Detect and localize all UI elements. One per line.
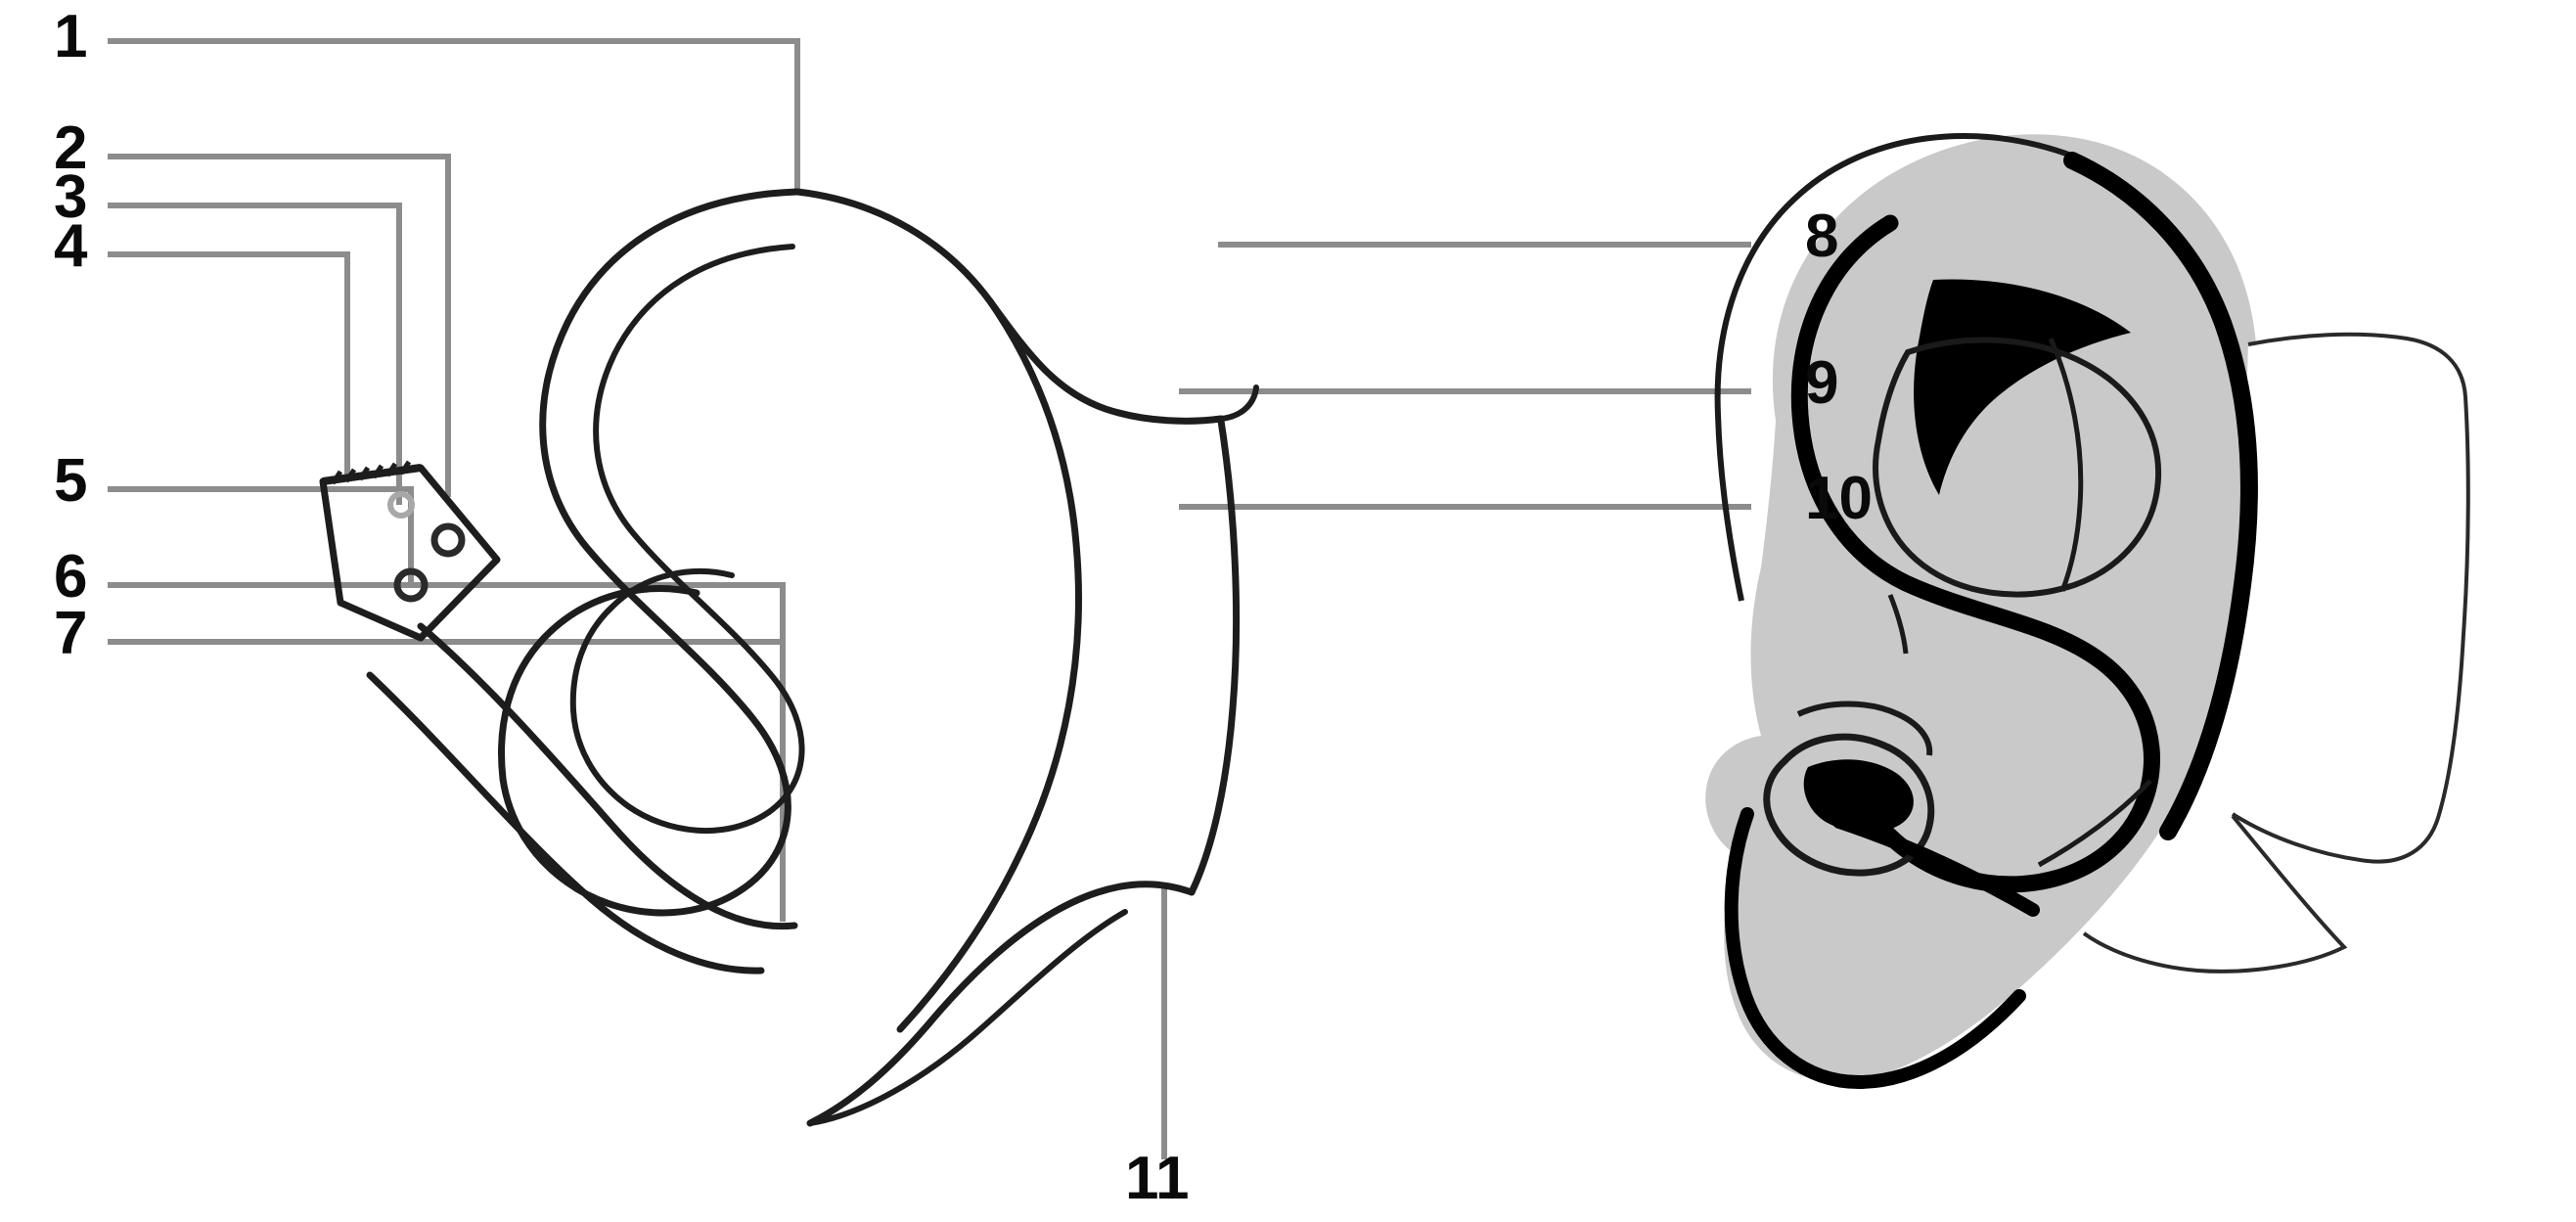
vent-port-upper-icon — [387, 491, 415, 519]
tragus-shadow — [1803, 759, 1914, 834]
callout-number-1: 1 — [54, 3, 87, 70]
callout-number-2: 2 — [54, 114, 87, 182]
leader-3 — [108, 203, 402, 505]
helix-rim-thick — [2063, 152, 2258, 840]
intertragic-notch — [1832, 815, 2040, 917]
mold-right-edge — [1188, 417, 1241, 896]
antihelix-detail-line — [1796, 701, 1933, 756]
scapha-line — [2048, 337, 2084, 592]
callout-number-3: 3 — [54, 163, 87, 231]
cymba-tick — [1887, 594, 1909, 655]
callout-number-9: 9 — [1805, 349, 1838, 417]
callout-labels: 1 2 3 4 5 6 7 8 9 10 11 — [54, 3, 1873, 1212]
crus-of-helix — [1914, 279, 2131, 495]
helix-lock-inner-lower — [569, 568, 735, 713]
mold-lower-shoulder — [806, 881, 1196, 1127]
leader-5 — [108, 486, 414, 587]
canal-upper-edge — [417, 622, 798, 930]
callout-number-5: 5 — [54, 447, 87, 515]
canal-lower-edge — [366, 671, 765, 974]
helix-lock-outer-lower — [498, 585, 700, 783]
leader-4 — [108, 251, 350, 481]
callout-number-11: 11 — [1125, 1145, 1190, 1212]
callout-number-4: 4 — [54, 212, 88, 280]
callout-number-10: 10 — [1805, 465, 1873, 532]
canal-tip-underside — [807, 909, 1128, 1126]
callout-number-6: 6 — [54, 543, 87, 611]
callout-number-7: 7 — [54, 600, 87, 667]
mold-top-shoulder — [793, 188, 1225, 425]
earmold-tail — [2082, 814, 2348, 973]
lower-detail-line — [2037, 779, 2152, 868]
left-panel-earmold — [319, 188, 1259, 1127]
leader-lines — [108, 38, 1751, 1159]
leader-2 — [108, 154, 451, 497]
concha-outline — [1873, 337, 2162, 598]
leader-6 — [108, 582, 786, 922]
earmold-body-panel — [2231, 332, 2470, 864]
leader-1 — [108, 38, 800, 191]
lobe-outline — [1724, 807, 2026, 1090]
mold-body-left-flank — [896, 297, 1082, 1033]
callout-number-8: 8 — [1805, 203, 1838, 270]
vent-port-lower-icon — [393, 567, 429, 603]
helix-outer-thin — [1714, 133, 2076, 602]
mold-top-corner — [1218, 385, 1259, 422]
vent-port-right-icon — [430, 522, 466, 558]
serrated-edge — [322, 460, 422, 485]
right-panel-ear — [1705, 133, 2470, 1090]
helix-lock-inner — [570, 244, 805, 835]
